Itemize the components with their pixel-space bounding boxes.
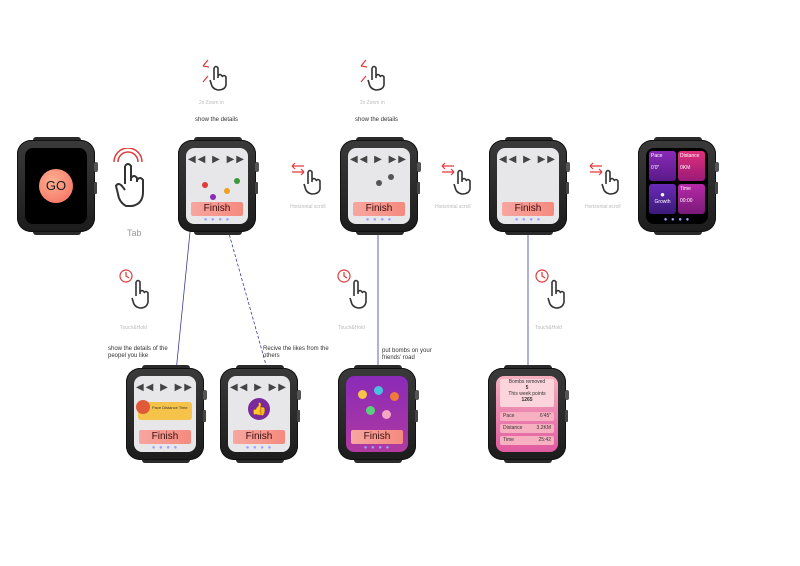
connector-line xyxy=(227,229,269,373)
time-label: Time xyxy=(680,186,691,192)
pace-value: 0'0" xyxy=(651,165,660,171)
detail-distance: Distance xyxy=(162,405,178,410)
map-pin[interactable] xyxy=(224,188,230,194)
pace-tile[interactable]: Pace 0'0" xyxy=(649,151,676,181)
friend-avatar[interactable] xyxy=(366,406,375,415)
finish-button[interactable]: Finish xyxy=(353,202,405,216)
thumbs-up-icon[interactable]: 👍 xyxy=(248,398,270,420)
finish-button[interactable]: Finish xyxy=(351,430,403,444)
caption-likes: Recive the likes from the others xyxy=(263,346,329,359)
detail-card[interactable]: Pace Distance Time xyxy=(136,400,192,420)
time-value: 00:00 xyxy=(680,198,693,204)
map-pin[interactable] xyxy=(234,178,240,184)
tap-hand-icon xyxy=(113,148,144,207)
bombs-removed-label: Bombs removed xyxy=(508,379,546,385)
detail-pace: Pace xyxy=(152,405,162,410)
map-pin[interactable] xyxy=(388,174,394,180)
watch-people-detail: ◀◀ ▶ ▶▶ Pace Distance Time Finish ● ● ● … xyxy=(126,365,208,463)
playback-controls[interactable]: ◀◀ ▶ ▶▶ xyxy=(135,382,194,393)
zoom-label: 2x Zoom in xyxy=(199,100,224,106)
page-dots: ● ● ● ● xyxy=(365,217,393,223)
map-pin[interactable] xyxy=(210,194,216,200)
finish-button[interactable]: Finish xyxy=(191,202,243,216)
bombs-removed-value: 5 xyxy=(525,385,529,391)
friend-avatar[interactable] xyxy=(382,410,391,419)
swipe-hand-icon xyxy=(589,162,619,195)
playback-controls[interactable]: ◀◀ ▶ ▶▶ xyxy=(229,382,288,393)
swipe-label: Horizontal scroll xyxy=(435,204,471,210)
finish-button[interactable]: Finish xyxy=(139,430,191,444)
swipe-label: Horizontal scroll xyxy=(290,204,326,210)
connector-line xyxy=(175,211,193,373)
watch-go: GO xyxy=(17,137,99,235)
zoom-hand-icon xyxy=(202,59,227,91)
watch-stats: Pace 0'0" Distance 0KM ● Growth Time 00:… xyxy=(638,137,720,235)
time-tile[interactable]: Time 00:00 xyxy=(678,184,705,214)
watch-summary: Bombs removed 5 This week points 1265 Pa… xyxy=(488,365,570,463)
show-details-caption: show the details xyxy=(195,117,239,123)
page-dots: ● ● ● ● xyxy=(151,445,179,451)
map-pin[interactable] xyxy=(202,182,208,188)
swipe-hand-icon xyxy=(291,162,321,195)
watch-map-2: ◀◀ ▶ ▶▶ Finish ● ● ● ● xyxy=(340,137,422,235)
playback-controls[interactable]: ◀◀ ▶ ▶▶ xyxy=(349,154,408,165)
mic-icon: ● xyxy=(660,190,665,199)
summary-card: Bombs removed 5 This week points 1265 xyxy=(500,379,554,407)
week-points-value: 1265 xyxy=(521,397,533,403)
touch-hold-label: Touch&Hold xyxy=(120,325,147,331)
caption-people: show the details of the peopel you like xyxy=(108,346,168,359)
pace-label: Pace xyxy=(651,153,663,159)
watch-map-3: ◀◀ ▶ ▶▶ Finish ● ● ● ● xyxy=(489,137,571,235)
map-pin[interactable] xyxy=(376,180,382,186)
playback-controls[interactable]: ◀◀ ▶ ▶▶ xyxy=(187,154,246,165)
swipe-hand-icon xyxy=(441,162,471,195)
zoom-hand-icon xyxy=(360,59,385,91)
zoom-label: 2x Zoom in xyxy=(360,100,385,106)
page-dots: ● ● ● ● xyxy=(245,445,273,451)
distance-value: 0KM xyxy=(680,165,691,171)
watch-map: ◀◀ ▶ ▶▶ Finish ● ● ● ● xyxy=(178,137,260,235)
watch-bombs: Finish ● ● ● ● xyxy=(338,365,420,463)
swipe-label: Horizontal scroll xyxy=(585,204,621,210)
go-button[interactable]: GO xyxy=(39,169,73,203)
watch-likes: ◀◀ ▶ ▶▶ 👍 Finish ● ● ● ● xyxy=(220,365,302,463)
touch-hold-label: Touch&Hold xyxy=(535,325,562,331)
friend-avatar[interactable] xyxy=(358,390,367,399)
playback-controls[interactable]: ◀◀ ▶ ▶▶ xyxy=(498,154,557,165)
finish-button[interactable]: Finish xyxy=(233,430,285,444)
growth-tile[interactable]: ● Growth xyxy=(649,184,676,214)
page-dots: ● ● ● ● xyxy=(363,445,391,451)
friend-avatar[interactable] xyxy=(390,392,399,401)
touch-hold-hand-icon xyxy=(119,269,149,309)
page-dots: ● ● ● ● xyxy=(663,217,691,223)
show-details-caption: show the details xyxy=(355,117,399,123)
tab-label: Tab xyxy=(127,228,142,238)
finish-button[interactable]: Finish xyxy=(502,202,554,216)
touch-hold-label: Touch&Hold xyxy=(338,325,365,331)
caption-bombs: put bombs on your friends’ road xyxy=(382,348,432,361)
page-dots: ● ● ● ● xyxy=(514,217,542,223)
detail-time: Time xyxy=(178,405,188,410)
avatar xyxy=(136,400,150,414)
distance-label: Distance xyxy=(680,153,700,159)
touch-hold-hand-icon xyxy=(535,269,565,309)
page-dots: ● ● ● ● xyxy=(203,217,231,223)
growth-label: Growth xyxy=(654,199,671,205)
friend-avatar[interactable] xyxy=(374,386,383,395)
touch-hold-hand-icon xyxy=(337,269,367,309)
distance-tile[interactable]: Distance 0KM xyxy=(678,151,705,181)
week-points-label: This week points xyxy=(508,391,546,397)
